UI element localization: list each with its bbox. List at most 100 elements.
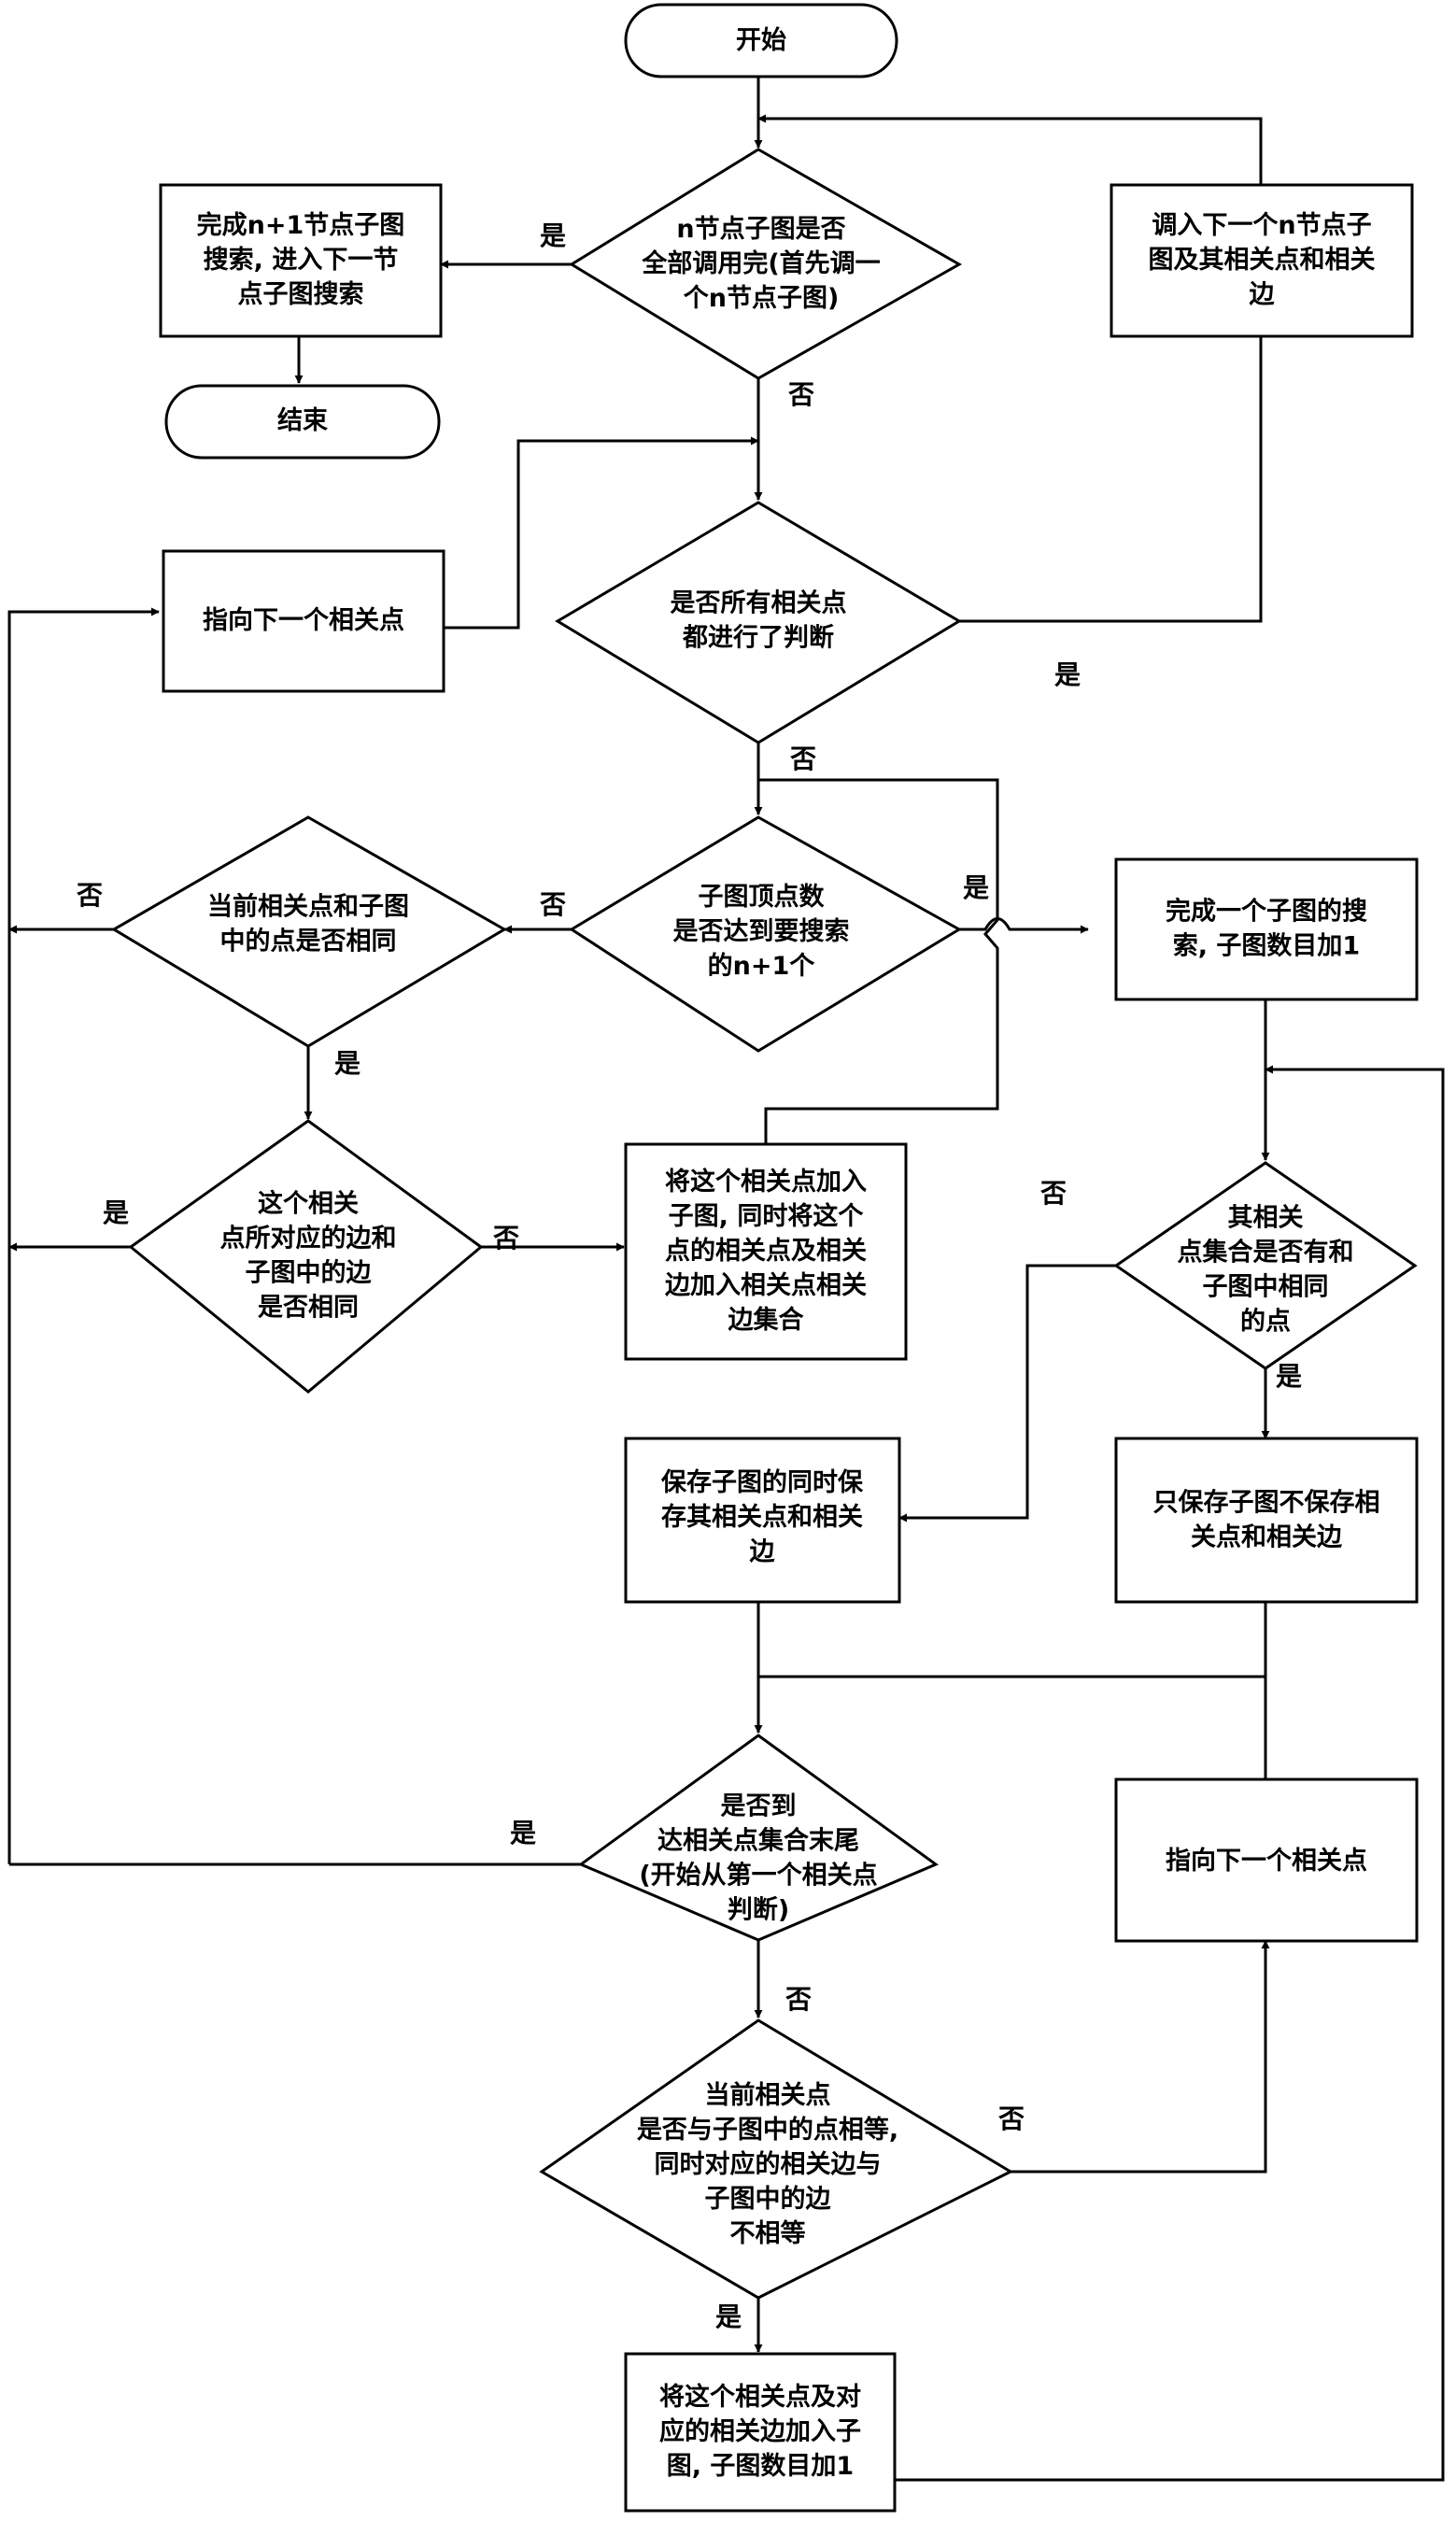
point-next-related-bottom-box bbox=[1114, 1777, 1419, 1943]
connectors bbox=[7, 77, 1445, 2482]
vertex-count-label: 子图顶点数是否达到要搜索的n+1个 bbox=[673, 883, 850, 981]
edge-point-next-top-return bbox=[444, 436, 759, 630]
add-to-subgraph-line: 边集合 bbox=[728, 1305, 804, 1335]
reach-end-decision bbox=[577, 1734, 940, 1942]
finish-n1-label: 完成n+1节点子图搜索, 进入下一节点子图搜索 bbox=[197, 210, 405, 309]
edge-current-equal-no bbox=[1011, 1940, 1270, 2174]
same-edge-line: 点所对应的边和 bbox=[220, 1223, 397, 1253]
yes-all-judged-label: 是 bbox=[1054, 659, 1081, 690]
all-related-judged-line: 都进行了判断 bbox=[682, 622, 834, 652]
related-set-has-same-line: 其相关 bbox=[1228, 1203, 1304, 1232]
check-n-subgraph-line: 个n节点子图) bbox=[684, 284, 840, 313]
current-equal-line: 子图中的边 bbox=[705, 2184, 832, 2214]
edge-left-bus bbox=[7, 607, 160, 1864]
no-vertex-count-label: 否 bbox=[540, 889, 566, 920]
edge-save-only-merge bbox=[758, 1602, 1267, 1678]
add-to-subgraph-box bbox=[624, 1142, 908, 1361]
add-point-edge-label: 将这个相关点及对应的相关边加入子图, 子图数目加1 bbox=[659, 2382, 861, 2481]
all-related-judged-line: 是否所有相关点 bbox=[671, 588, 847, 617]
same-edge-line: 这个相关 bbox=[258, 1188, 359, 1218]
check-n-subgraph-decision bbox=[569, 148, 963, 380]
reach-end-line: (开始从第一个相关点 bbox=[639, 1860, 877, 1890]
finish-subgraph-label: 完成一个子图的搜索, 子图数目加1 bbox=[1166, 896, 1367, 960]
finish-n1-box bbox=[159, 183, 443, 338]
load-next-n-line: 图及其相关点和相关 bbox=[1149, 246, 1376, 275]
edge-add-to-subgraph-return bbox=[758, 778, 999, 1144]
add-point-edge-line: 图, 子图数目加1 bbox=[667, 2452, 854, 2481]
current-equal-line: 不相等 bbox=[730, 2218, 806, 2248]
current-equal-line: 同时对应的相关边与 bbox=[655, 2149, 882, 2179]
check-n-subgraph-line: 全部调用完(首先调一 bbox=[641, 248, 880, 278]
edge-add-point-return bbox=[895, 1065, 1445, 2482]
no-reach-end-label: 否 bbox=[785, 1984, 812, 2015]
load-next-n-label: 调入下一个n节点子图及其相关点和相关边 bbox=[1149, 211, 1376, 309]
no-same-point-label: 否 bbox=[77, 880, 103, 911]
related-set-decision bbox=[1113, 1161, 1418, 1370]
save-only-line: 关点和相关边 bbox=[1191, 1523, 1343, 1551]
load-next-n-box bbox=[1110, 183, 1414, 338]
save-only-line: 只保存子图不保存相 bbox=[1153, 1488, 1380, 1517]
point-next-related-top-box bbox=[162, 549, 445, 693]
same-edge-label: 这个相关点所对应的边和子图中的边是否相同 bbox=[220, 1188, 397, 1322]
yes-same-edge-label: 是 bbox=[103, 1197, 129, 1228]
all-related-judged-label: 是否所有相关点都进行了判断 bbox=[671, 588, 847, 652]
finish-n1-line: 点子图搜索 bbox=[238, 280, 364, 309]
reach-end-line: 是否到 bbox=[721, 1792, 797, 1820]
vertex-count-line: 的n+1个 bbox=[708, 951, 816, 981]
vertex-count-decision bbox=[569, 815, 962, 1053]
save-only-label: 只保存子图不保存相关点和相关边 bbox=[1153, 1488, 1380, 1551]
yes-reach-end-label: 是 bbox=[510, 1818, 536, 1848]
all-related-judged-decision bbox=[555, 501, 962, 744]
reach-end-label: 是否到达相关点集合末尾(开始从第一个相关点判断) bbox=[639, 1792, 877, 1924]
point-next-related-bottom-label: 指向下一个相关点 bbox=[1166, 1846, 1367, 1876]
edge-vertex-count-yes bbox=[959, 917, 1089, 934]
finish-n1-line: 完成n+1节点子图 bbox=[197, 210, 405, 240]
no-related-set-label: 否 bbox=[1040, 1178, 1067, 1209]
point-next-related-top-label: 指向下一个相关点 bbox=[203, 605, 404, 635]
add-to-subgraph-line: 子图, 同时将这个 bbox=[669, 1201, 865, 1231]
edge-labels: 是 否 是 否 是 否 否 是 是 否 否 是 是 否 否 是 bbox=[77, 220, 1302, 2332]
yes-current-equal-label: 是 bbox=[715, 2301, 742, 2332]
vertex-count-line: 子图顶点数 bbox=[699, 883, 826, 912]
point-next-related-bottom-line: 指向下一个相关点 bbox=[1166, 1846, 1367, 1876]
no-all-judged-label: 否 bbox=[790, 744, 816, 774]
edge-all-judged-yes bbox=[959, 336, 1263, 623]
finish-n1-line: 搜索, 进入下一节 bbox=[204, 246, 399, 275]
related-set-has-same-line: 子图中相同 bbox=[1203, 1272, 1329, 1301]
current-equal-line: 当前相关点 bbox=[705, 2080, 831, 2110]
edge-related-set-no bbox=[898, 1264, 1116, 1523]
yes-n-done-label: 是 bbox=[540, 220, 566, 251]
finish-subgraph-line: 完成一个子图的搜 bbox=[1166, 896, 1367, 926]
same-edge-line: 是否相同 bbox=[258, 1293, 359, 1322]
end-label: 结束 bbox=[277, 406, 328, 435]
add-to-subgraph-line: 将这个相关点加入 bbox=[665, 1167, 867, 1197]
same-point-line: 当前相关点和子图 bbox=[207, 891, 409, 921]
save-with-related-line: 保存子图的同时保 bbox=[660, 1467, 864, 1497]
save-with-related-label: 保存子图的同时保存其相关点和相关边 bbox=[660, 1467, 864, 1566]
related-set-label: 其相关点集合是否有和子图中相同的点 bbox=[1178, 1203, 1354, 1336]
no-same-edge-label: 否 bbox=[493, 1223, 519, 1253]
save-only-box bbox=[1114, 1437, 1419, 1604]
add-to-subgraph-line: 点的相关点及相关 bbox=[665, 1236, 867, 1266]
save-with-related-line: 存其相关点和相关 bbox=[661, 1503, 863, 1532]
end-line: 结束 bbox=[277, 406, 328, 435]
current-equal-label: 当前相关点是否与子图中的点相等, 同时对应的相关边与子图中的边不相等 bbox=[637, 2080, 898, 2248]
start-terminator bbox=[624, 3, 898, 78]
add-point-edge-line: 将这个相关点及对 bbox=[659, 2382, 861, 2412]
current-equal-line: 是否与子图中的点相等, bbox=[637, 2115, 898, 2145]
current-equal-decision bbox=[539, 2018, 1014, 2300]
start-line: 开始 bbox=[736, 25, 786, 55]
end-terminator bbox=[164, 384, 441, 460]
finish-subgraph-line: 索, 子图数目加1 bbox=[1173, 931, 1360, 960]
add-point-edge-box bbox=[624, 2352, 897, 2513]
no-current-equal-label: 否 bbox=[998, 2103, 1025, 2134]
check-n-subgraph-line: n节点子图是否 bbox=[676, 215, 845, 244]
check-n-subgraph-label: n节点子图是否全部调用完(首先调一个n节点子图) bbox=[641, 215, 880, 313]
start-label: 开始 bbox=[736, 25, 786, 55]
yes-vertex-count-label: 是 bbox=[963, 872, 989, 903]
point-next-related-top-line: 指向下一个相关点 bbox=[203, 605, 404, 635]
finish-subgraph-box bbox=[1114, 857, 1419, 1001]
reach-end-line: 判断) bbox=[728, 1895, 789, 1924]
related-set-has-same-line: 的点 bbox=[1240, 1306, 1291, 1336]
